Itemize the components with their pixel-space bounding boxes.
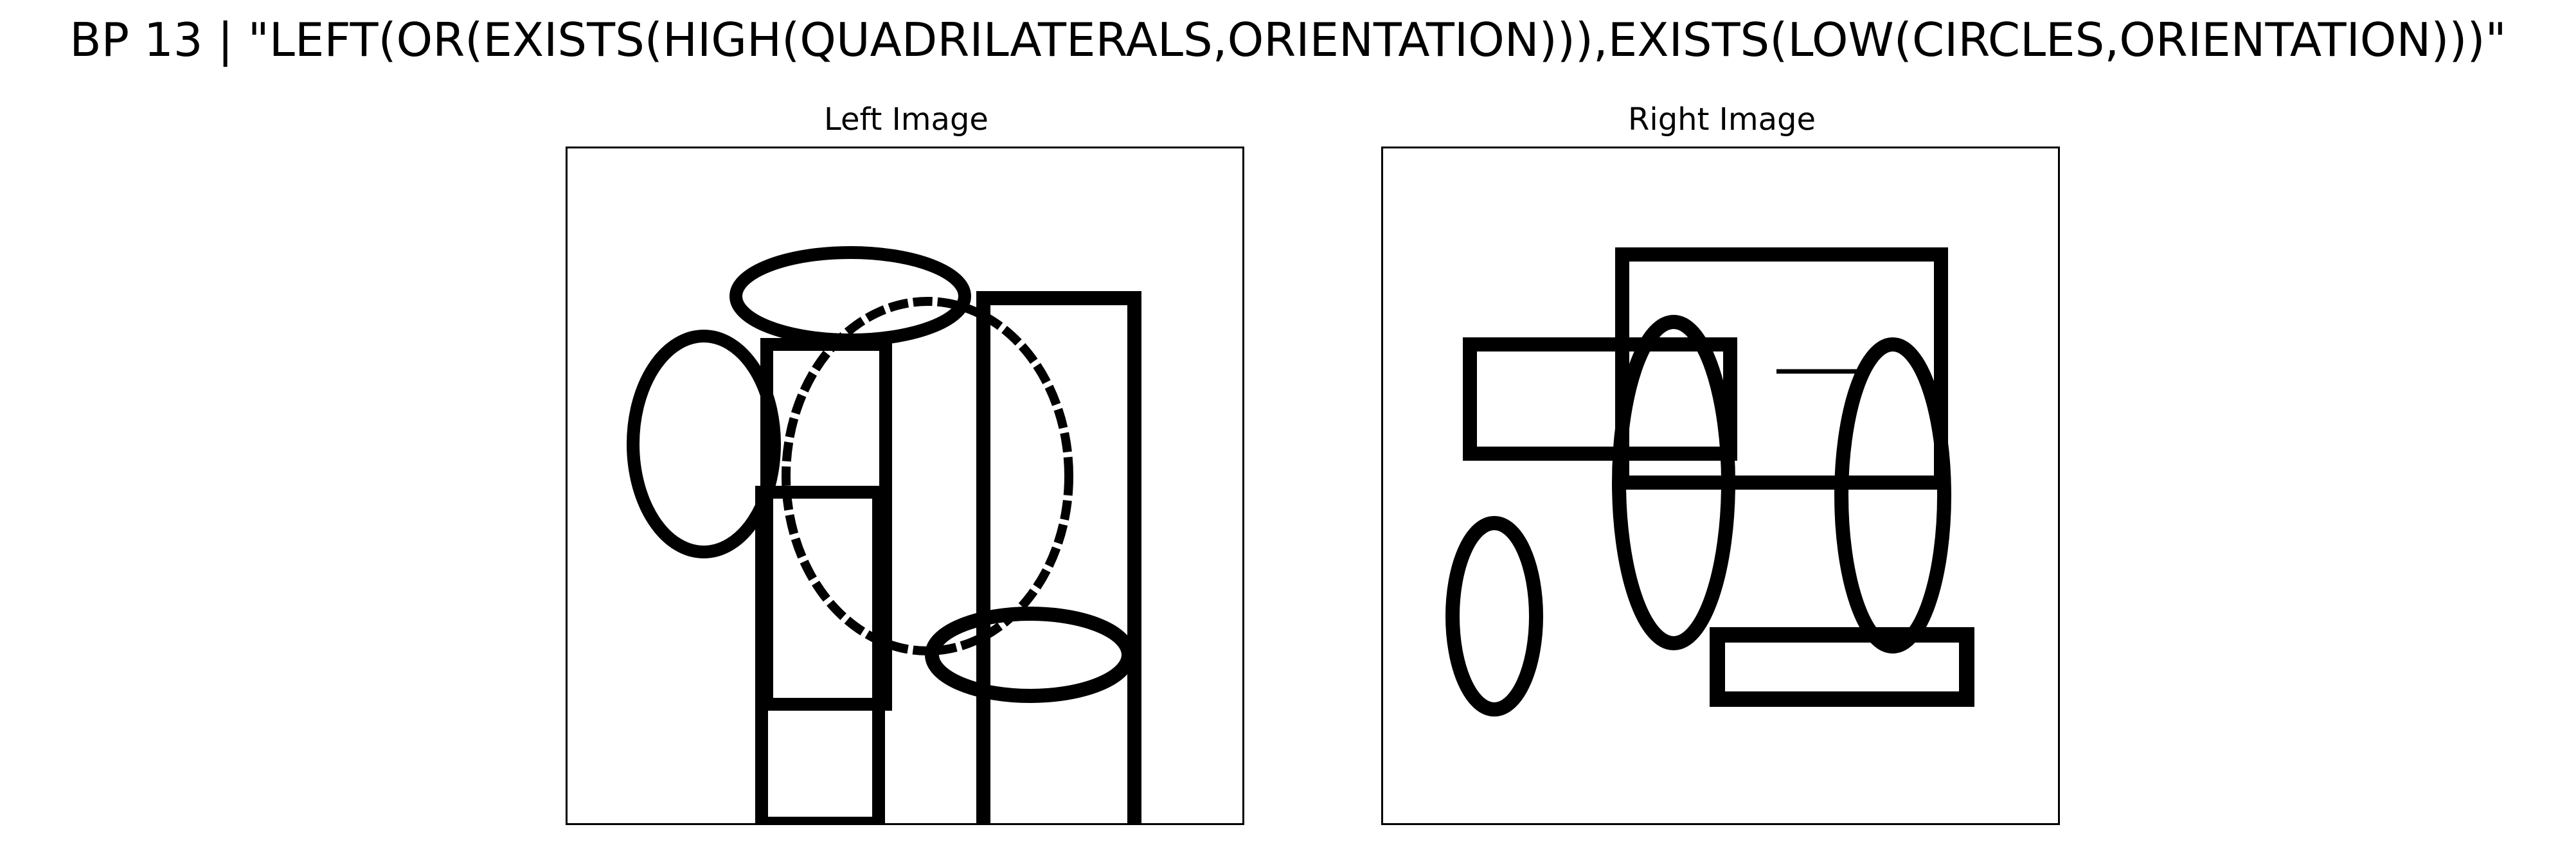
figure-title: BP 13 | "LEFT(OR(EXISTS(HIGH(QUADRILATER… [69,13,2507,67]
right-image-drawing [1445,247,1974,716]
right-middle-ellipse [1612,315,1735,650]
right-top-rectangle [1615,247,1948,490]
right-right-ellipse [1834,337,1951,654]
left-inner-rectangle [760,338,892,711]
left-image-drawing [627,246,1141,823]
right-small-ellipse [1445,516,1543,716]
left-image-title: Left Image [824,102,988,138]
left-tall-rectangle [976,291,1141,823]
right-bottom-rectangle [1710,627,1974,707]
right-image-panel [1381,147,2060,825]
right-left-rectangle [1463,337,1737,461]
left-vertical-ellipse [627,330,781,558]
left-bottom-ellipse [925,607,1136,703]
left-right-ellipse [782,297,1073,655]
left-image-panel [566,147,1244,825]
right-image-title: Right Image [1628,102,1816,138]
left-lower-rectangle [755,486,885,823]
